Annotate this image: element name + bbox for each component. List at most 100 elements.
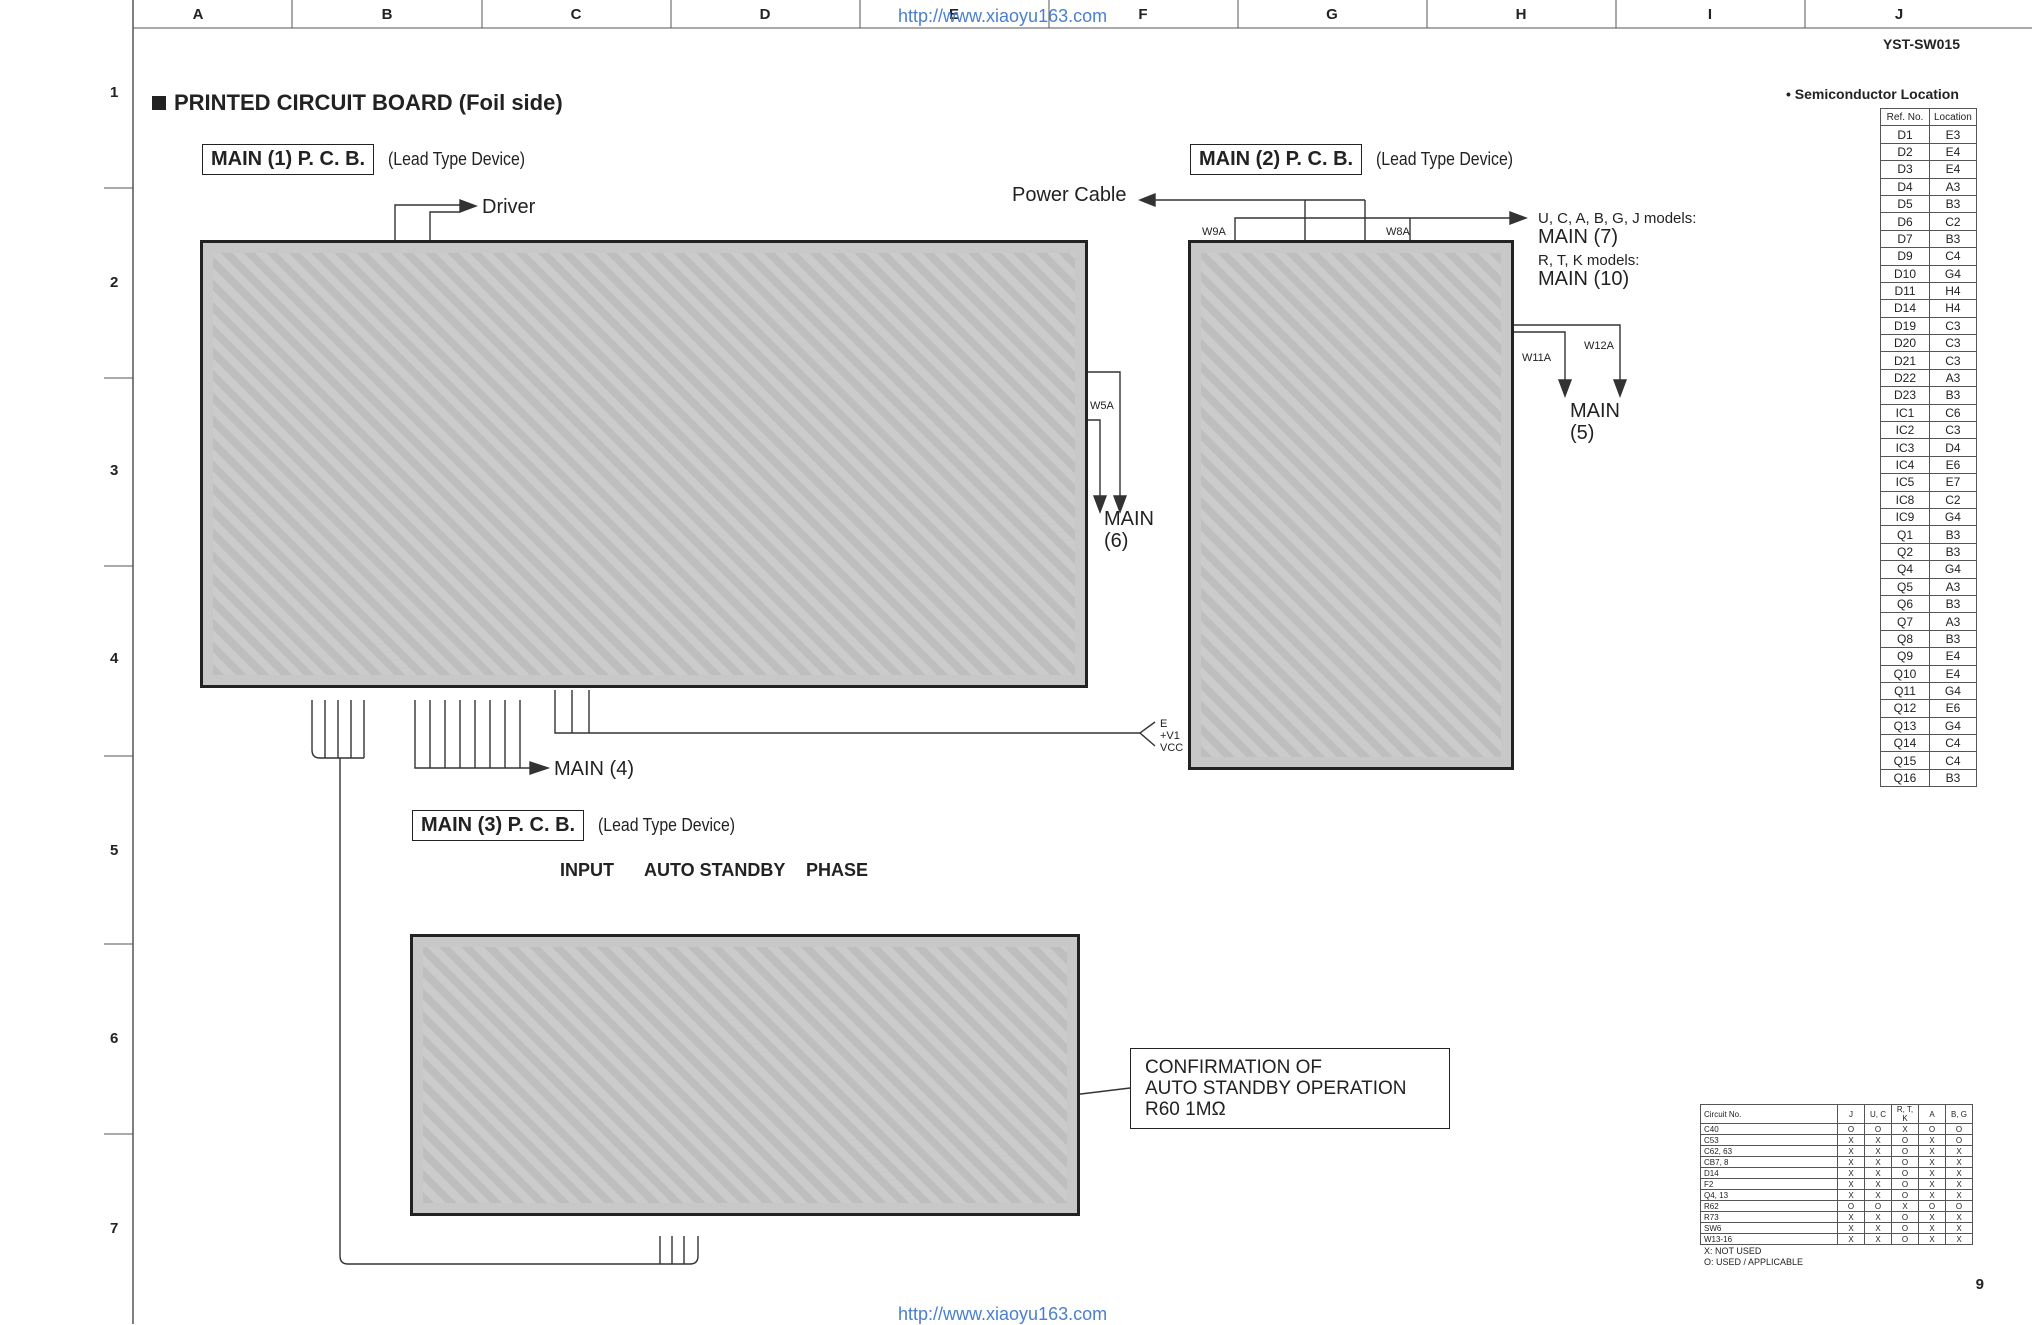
circuit-no-cell: R62 [1700, 1200, 1838, 1212]
models-rtk-label: R, T, K models: [1538, 252, 1640, 269]
semi-ref-cell: Q6 [1880, 594, 1930, 614]
semi-location-cell: C3 [1929, 351, 1977, 370]
circ-header-circuit: Circuit No. [1700, 1104, 1838, 1124]
circuit-flag-cell: X [1864, 1222, 1892, 1234]
column-label-i: I [1707, 6, 1713, 23]
main2-board-name: MAIN (2) P. C. B. [1190, 144, 1363, 175]
circuit-flag-cell: X [1837, 1233, 1865, 1245]
row-label-1: 1 [110, 84, 119, 101]
semi-ref-cell: IC8 [1880, 490, 1930, 509]
bottom-url-link[interactable]: http://www.xiaoyu163.com [898, 1304, 1108, 1324]
semi-ref-cell: IC5 [1880, 473, 1930, 492]
w11a-label: W11A [1522, 352, 1552, 364]
semi-ref-cell: Q10 [1880, 664, 1930, 683]
circuit-flag-cell: O [1891, 1189, 1919, 1201]
legend-used: O: USED / APPLICABLE [1704, 1257, 1804, 1267]
semi-location-cell: H4 [1929, 281, 1977, 301]
semi-ref-cell: D19 [1880, 316, 1930, 336]
circuit-flag-cell: O [1837, 1123, 1865, 1135]
semi-ref-cell: Q8 [1880, 629, 1930, 649]
circuit-flag-cell: O [1891, 1156, 1919, 1168]
semi-ref-cell: D10 [1880, 264, 1930, 283]
semi-ref-cell: Q7 [1880, 612, 1930, 631]
semi-location-cell: E4 [1929, 647, 1977, 666]
circuit-flag-cell: X [1945, 1211, 1973, 1223]
main5-label: MAIN [1570, 400, 1620, 422]
column-label-g: G [1326, 6, 1338, 23]
circ-header-j: J [1837, 1104, 1865, 1124]
semi-ref-cell: Q13 [1880, 716, 1930, 736]
semi-ref-cell: D3 [1880, 160, 1930, 179]
circuit-flag-cell: O [1891, 1145, 1919, 1157]
semi-ref-cell: IC9 [1880, 507, 1930, 527]
semi-location-cell: G4 [1929, 681, 1977, 701]
semi-location-cell: E4 [1929, 664, 1977, 683]
e-label: E [1160, 718, 1168, 730]
column-label-c: C [570, 6, 582, 23]
main1-pcb [200, 240, 1088, 688]
top-url-link[interactable]: http://www.xiaoyu163.com [898, 6, 1108, 26]
circuit-flag-cell: O [1945, 1134, 1973, 1146]
circuit-flag-cell: X [1837, 1134, 1865, 1146]
semi-ref-cell: D22 [1880, 368, 1930, 388]
semi-ref-cell: Q5 [1880, 577, 1930, 596]
note-line-2: AUTO STANDBY OPERATION [1145, 1078, 1407, 1099]
semi-location-cell: G4 [1929, 507, 1977, 527]
circuit-flag-cell: X [1864, 1134, 1892, 1146]
circuit-flag-cell: X [1918, 1178, 1946, 1190]
main6-label: MAIN [1104, 508, 1154, 530]
row-label-2: 2 [110, 274, 119, 291]
semi-ref-cell: IC3 [1880, 438, 1930, 457]
column-label-h: H [1515, 6, 1527, 23]
circuit-flag-cell: X [1864, 1167, 1892, 1179]
circuit-flag-cell: O [1864, 1123, 1892, 1135]
power-cable-label: Power Cable [1012, 184, 1127, 206]
circuit-flag-cell: X [1864, 1189, 1892, 1201]
main3-board-name: MAIN (3) P. C. B. [412, 810, 585, 841]
circuit-flag-cell: X [1837, 1178, 1865, 1190]
note-line-1: CONFIRMATION OF [1145, 1057, 1322, 1078]
column-label-d: D [759, 6, 771, 23]
page-number: 9 [1975, 1276, 1984, 1293]
semi-header-location: Location [1929, 107, 1977, 127]
circuit-flag-cell: X [1918, 1211, 1946, 1223]
semi-location-cell: A3 [1929, 368, 1977, 388]
row-label-6: 6 [110, 1030, 119, 1047]
semi-location-cell: C3 [1929, 334, 1977, 353]
main1-board-sub: (Lead Type Device) [388, 149, 526, 169]
semi-ref-cell: D11 [1880, 281, 1930, 301]
phase-label: PHASE [806, 860, 869, 880]
semi-ref-cell: Q15 [1880, 751, 1930, 770]
semi-ref-cell: Q14 [1880, 734, 1930, 753]
circuit-flag-cell: X [1864, 1233, 1892, 1245]
main2-pcb [1188, 240, 1514, 770]
semi-location-cell: C2 [1929, 212, 1977, 231]
semi-location-cell: B3 [1929, 629, 1977, 649]
circuit-flag-cell: X [1918, 1189, 1946, 1201]
row-label-7: 7 [110, 1220, 119, 1237]
semi-location-cell: C3 [1929, 316, 1977, 336]
semi-ref-cell: D2 [1880, 142, 1930, 162]
semi-location-cell: G4 [1929, 264, 1977, 283]
semi-location-cell: E4 [1929, 142, 1977, 162]
semi-ref-cell: D23 [1880, 386, 1930, 405]
circuit-no-cell: C62, 63 [1700, 1145, 1838, 1157]
semi-location-cell: B3 [1929, 229, 1977, 249]
row-label-5: 5 [110, 842, 119, 859]
